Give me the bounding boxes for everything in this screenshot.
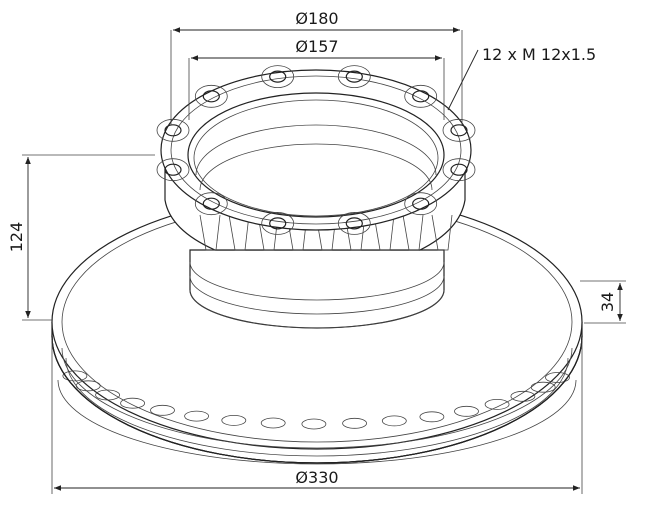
dimension-label-phi180: Ø180 [295,9,338,28]
bolt-holes [156,65,476,235]
vent-slot [419,411,445,423]
bolt-hole [450,124,468,137]
bolt-boss [442,158,476,182]
bolt-boss [156,158,190,182]
vent-slot [221,414,247,426]
vent-slot [301,418,327,430]
bolt-boss [337,211,371,235]
vent-slot [260,417,286,429]
hub-rib [199,214,221,251]
vent-slot [120,397,146,409]
hub-rib [315,214,337,251]
hub-rib [228,214,250,251]
dimension-disc-thickness: 34 [580,280,626,324]
bolt-hole [202,197,220,210]
hub-rib [286,214,308,251]
bolt-hole [345,217,363,230]
bolt-hole [164,124,182,137]
hub [156,65,476,329]
bolt-hole [269,217,287,230]
hub-rib [431,214,453,251]
bolt-boss [194,192,228,216]
vent-slot [75,380,101,392]
vent-slot [62,370,88,382]
vent-slot [150,404,175,416]
bolt-boss [442,118,476,142]
bolt-hole [450,163,468,176]
bolt-boss [404,84,438,108]
vent-slot [184,410,210,422]
dimension-disc-diameter: Ø330 [51,340,583,494]
vent-slot [342,417,368,429]
bolt-hole [412,90,430,103]
ventilation-slots [62,370,570,430]
hub-rib [257,214,279,251]
bolt-boss [337,65,371,88]
hub-rib [373,214,395,251]
vent-slot [484,398,510,410]
hub-rib [402,214,424,251]
bolt-boss [404,192,438,216]
bolt-hole [412,197,430,210]
vent-slot [95,389,120,401]
vent-slot [530,381,556,393]
dimension-label-34: 34 [598,292,617,312]
dimension-flange-outer: Ø180 [170,9,463,125]
vent-slot [381,415,407,427]
dimension-flange-inner: Ø157 [188,37,445,120]
dimension-label-124: 124 [7,222,26,253]
vent-slot [454,405,479,417]
bolt-hole [269,70,287,83]
dimension-label-phi330: Ø330 [295,468,338,487]
vent-slot [545,372,570,383]
bolt-boss [261,65,295,88]
bolt-hole [164,163,182,176]
bolt-spec-label: 12 x M 12x1.5 [482,45,596,64]
bolt-spec-callout: 12 x M 12x1.5 [447,45,596,111]
bolt-boss [156,118,190,142]
bolt-boss [194,84,228,108]
bolt-hole [202,90,220,103]
dimension-label-phi157: Ø157 [295,37,338,56]
vent-slot [510,390,536,402]
bolt-hole [345,70,363,83]
bolt-boss [261,211,295,235]
dimension-overall-height: 124 [7,154,155,321]
